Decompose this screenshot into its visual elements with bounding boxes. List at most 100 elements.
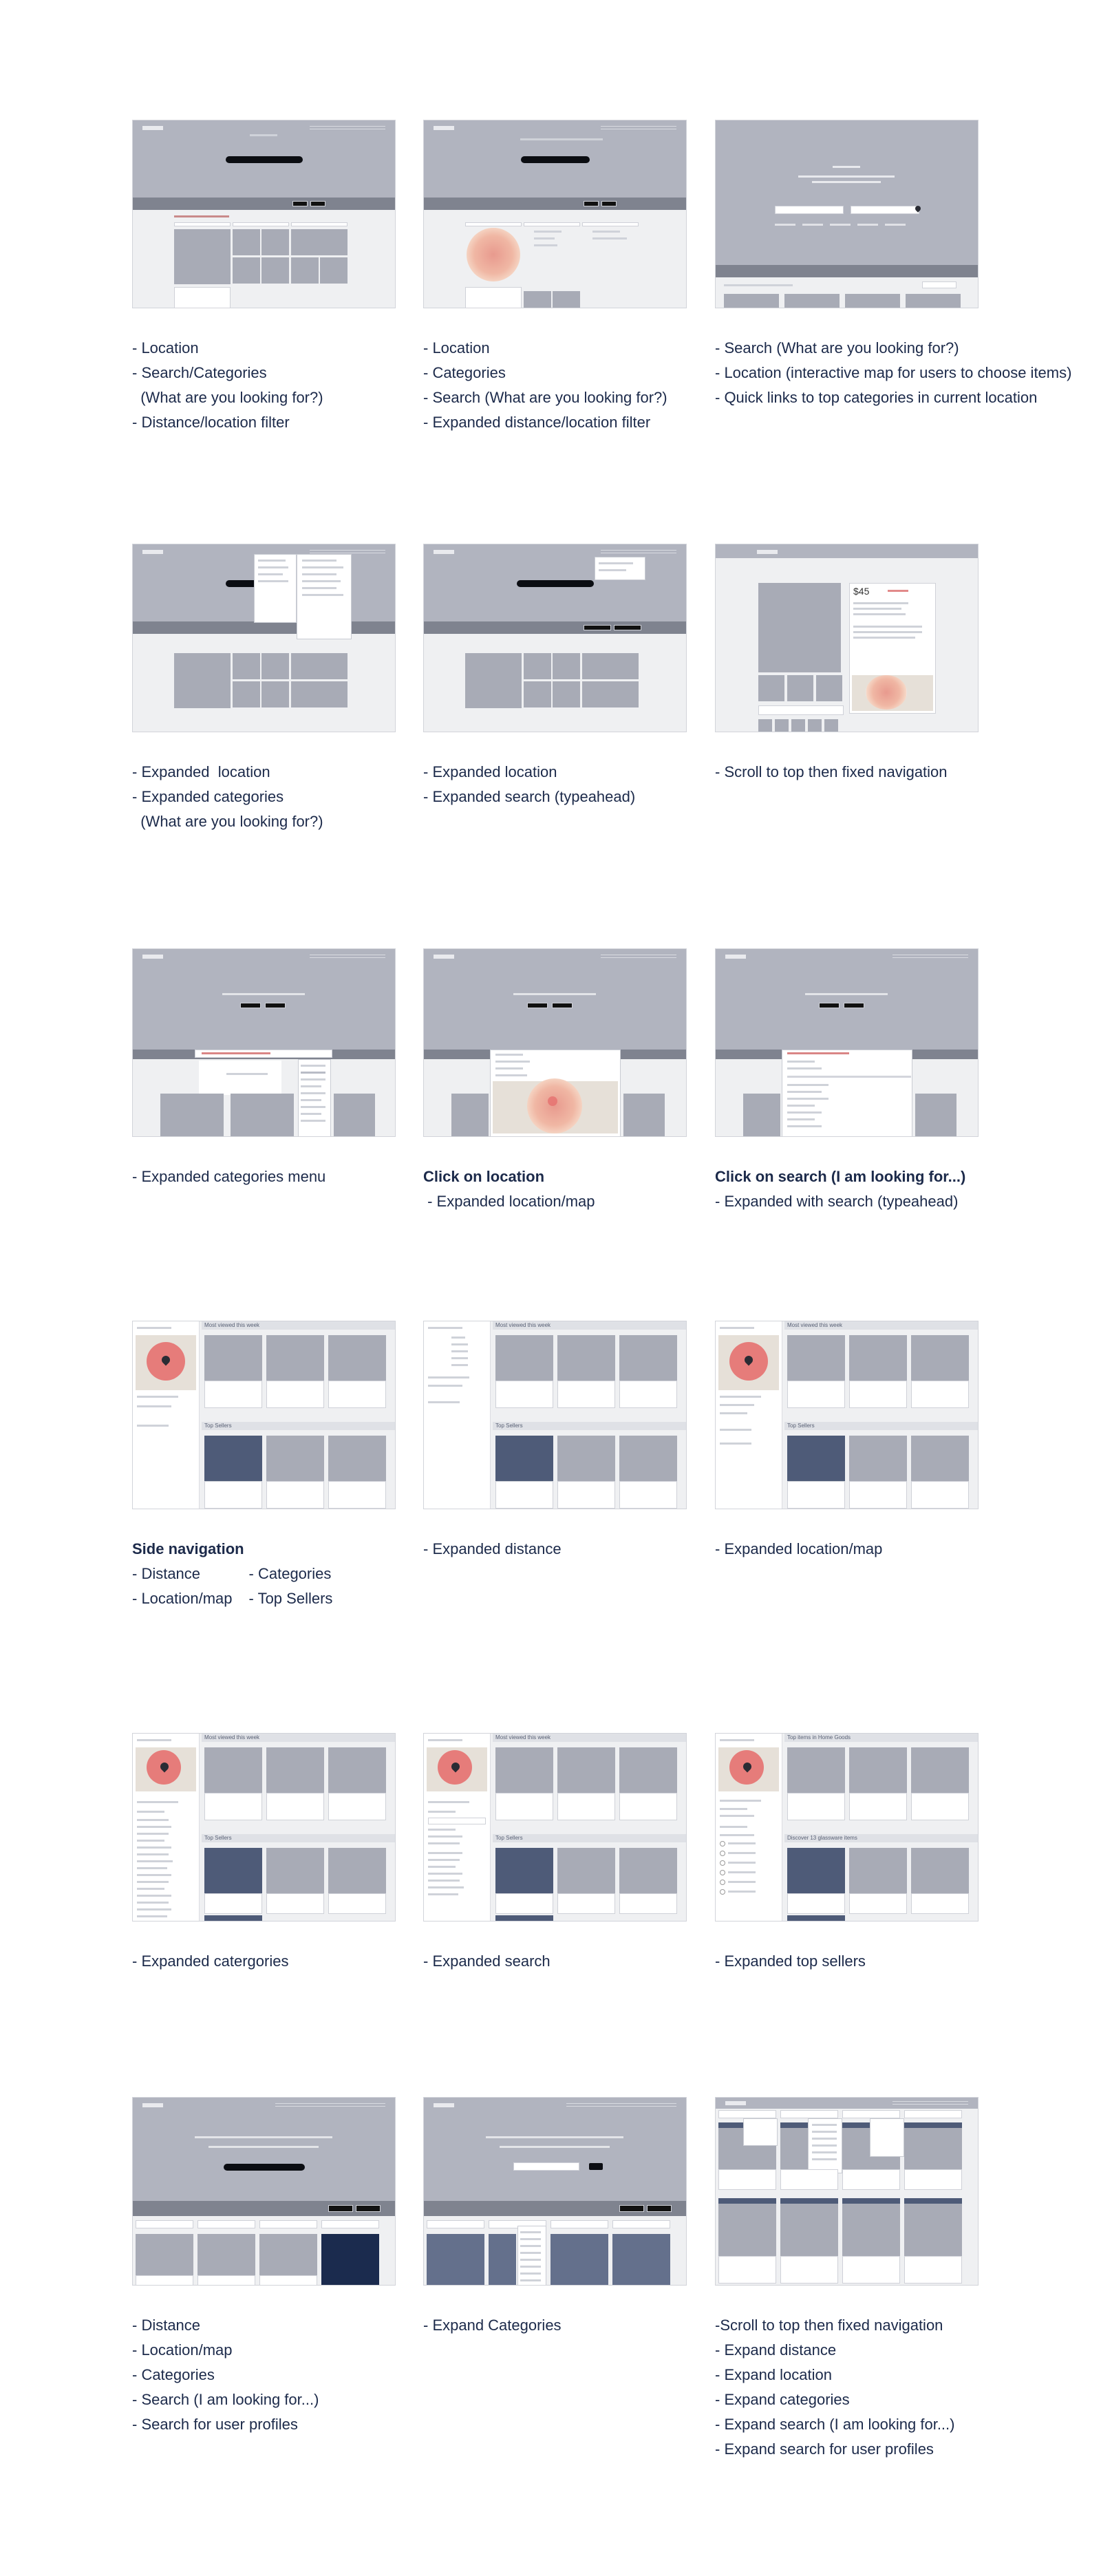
- wireframe-cell-16: - Distance - Location/map - Categories - Se…: [132, 2097, 396, 2437]
- caption-line: - Expand search (I am looking for...): [715, 2416, 955, 2433]
- wireframe-thumbnail: [715, 120, 979, 308]
- wireframe-cell-18: -Scroll to top then fixed navigation - Ex…: [715, 2097, 979, 2462]
- section-title: Most viewed this week: [202, 1321, 395, 1330]
- caption-line: - Expanded distance/location filter: [423, 414, 651, 431]
- caption-line: - Expand location: [715, 2366, 832, 2383]
- caption: - Scroll to top then fixed navigation: [715, 760, 979, 785]
- caption-line: - Search/Categories: [132, 364, 267, 381]
- caption-line: - Expand search for user profiles: [715, 2440, 934, 2458]
- section-title: Top Sellers: [202, 1422, 395, 1430]
- section-title: Top items in Home Goods: [784, 1734, 978, 1742]
- section-title: Most viewed this week: [202, 1734, 395, 1742]
- wireframe-thumbnail: [132, 120, 396, 308]
- wireframe-thumbnail: Most viewed this week Top Sellers: [132, 1321, 396, 1509]
- caption-line: - Categories: [423, 364, 506, 381]
- caption-line: - Distance/location filter: [132, 414, 290, 431]
- caption: - Location- Search/Categories (What are …: [132, 336, 396, 435]
- wireframe-cell-15: Top items in Home Goods Discover 13 glas…: [715, 1733, 979, 1974]
- wireframe-cell-14: Most viewed this week Top Sellers - Expa…: [423, 1733, 687, 1974]
- caption: - Search (What are you looking for?) - Lo…: [715, 336, 1072, 410]
- wireframe-thumbnail: [132, 2097, 396, 2286]
- caption-line: - Distance: [132, 1565, 201, 1582]
- wireframe-cell-8: Click on location - Expanded location/ma…: [423, 948, 687, 1214]
- section-title: Discover 13 glassware items: [784, 1834, 978, 1842]
- price-label: $45: [853, 586, 870, 597]
- wireframe-cell-1: - Location- Search/Categories (What are …: [132, 120, 396, 435]
- caption-heading: Click on location: [423, 1168, 545, 1185]
- caption-line: - Top Sellers: [248, 1590, 333, 1607]
- wireframe-cell-11: Most viewed this week Top Sellers - Expa…: [423, 1321, 687, 1562]
- wireframe-thumbnail: Most viewed this week Top Sellers: [132, 1733, 396, 1922]
- caption-line: - Quick links to top categories in curre…: [715, 389, 1038, 406]
- caption-line: - Search for user profiles: [132, 2416, 298, 2433]
- caption: - Expanded distance: [423, 1537, 687, 1562]
- caption-line: - Location/map: [132, 2341, 233, 2359]
- wireframe-thumbnail: Most viewed this week Top Sellers: [423, 1321, 687, 1509]
- caption-line: - Categories: [132, 2366, 215, 2383]
- caption-line: - Categories: [248, 1565, 332, 1582]
- caption-line: - Location: [132, 339, 199, 356]
- wireframe-thumbnail: $45: [715, 544, 979, 732]
- caption-line: - Expand categories: [715, 2391, 850, 2408]
- wireframe-thumbnail: [715, 948, 979, 1137]
- caption-line: - Expanded search (typeahead): [423, 788, 636, 805]
- caption-line: - Scroll to top then fixed navigation: [715, 763, 948, 780]
- caption: - Expanded catergories: [132, 1949, 396, 1974]
- wireframe-cell-7: - Expanded categories menu: [132, 948, 396, 1189]
- wireframe-thumbnail: Most viewed this week Top Sellers: [715, 1321, 979, 1509]
- section-title: Top Sellers: [493, 1422, 686, 1430]
- wireframe-thumbnail: [423, 948, 687, 1137]
- caption: - Expanded location/map: [715, 1537, 979, 1562]
- caption-line: - Search (What are you looking for?): [715, 339, 959, 356]
- wireframe-cell-6: $45 - Scroll to top then fixed navigatio…: [715, 544, 979, 785]
- caption-line: - Expanded location: [423, 763, 557, 780]
- caption-line: - Distance: [132, 2317, 201, 2334]
- caption-line: - Expanded location/map: [423, 1193, 595, 1210]
- wireframe-cell-9: Click on search (I am looking for...) - E…: [715, 948, 979, 1214]
- section-title: Top Sellers: [493, 1834, 686, 1842]
- caption-line: - Expanded with search (typeahead): [715, 1193, 959, 1210]
- caption-line: - Expanded catergories: [132, 1952, 289, 1970]
- caption: Side navigation- Distance- Location/map-…: [132, 1537, 396, 1611]
- caption-line: - Expanded search: [423, 1952, 550, 1970]
- caption-line: - Expanded distance: [423, 1540, 562, 1557]
- caption-line: - Location: [423, 339, 490, 356]
- wireframe-thumbnail: [132, 544, 396, 732]
- caption-line: - Expand distance: [715, 2341, 837, 2359]
- caption: - Expanded location - Expanded search (ty…: [423, 760, 687, 809]
- section-title: Most viewed this week: [493, 1321, 686, 1330]
- wireframe-cell-12: Most viewed this week Top Sellers - Expa…: [715, 1321, 979, 1562]
- caption-line: - Location/map: [132, 1590, 233, 1607]
- wireframe-thumbnail: [423, 2097, 687, 2286]
- section-title: Most viewed this week: [493, 1734, 686, 1742]
- caption-line: - Expanded top sellers: [715, 1952, 866, 1970]
- wireframe-cell-2: - Location- Categories- Search (What are…: [423, 120, 687, 435]
- wireframe-cell-17: - Expand Categories: [423, 2097, 687, 2338]
- wireframe-thumbnail: [423, 544, 687, 732]
- caption-heading: Click on search (I am looking for...): [715, 1168, 966, 1185]
- wireframe-cell-13: Most viewed this week Top Sellers - Expa…: [132, 1733, 396, 1974]
- caption: Click on search (I am looking for...) - E…: [715, 1164, 979, 1214]
- wireframe-thumbnail: [423, 120, 687, 308]
- caption: - Expanded location - Expanded categories…: [132, 760, 396, 834]
- caption: - Distance - Location/map - Categories - Se…: [132, 2313, 396, 2437]
- caption: Click on location - Expanded location/ma…: [423, 1164, 687, 1214]
- caption-line: - Location (interactive map for users to…: [715, 364, 1072, 381]
- caption-line: - Expanded location/map: [715, 1540, 883, 1557]
- section-title: Top Sellers: [202, 1834, 395, 1842]
- caption: - Expanded search: [423, 1949, 687, 1974]
- wireframe-thumbnail: Top items in Home Goods Discover 13 glas…: [715, 1733, 979, 1922]
- caption-line: - Expanded categories: [132, 788, 284, 805]
- wireframe-cell-3: - Search (What are you looking for?) - Lo…: [715, 120, 1072, 410]
- caption-line: (What are you looking for?): [132, 813, 323, 830]
- section-title: Top Sellers: [784, 1422, 978, 1430]
- wireframe-thumbnail: [132, 948, 396, 1137]
- caption: - Expanded top sellers: [715, 1949, 979, 1974]
- caption-line: -Scroll to top then fixed navigation: [715, 2317, 943, 2334]
- caption-line: - Search (I am looking for...): [132, 2391, 319, 2408]
- caption-line: - Expand Categories: [423, 2317, 562, 2334]
- caption: -Scroll to top then fixed navigation - Ex…: [715, 2313, 979, 2462]
- caption-line: - Expanded location: [132, 763, 270, 780]
- wireframe-thumbnail: [715, 2097, 979, 2286]
- caption-line: - Expanded categories menu: [132, 1168, 326, 1185]
